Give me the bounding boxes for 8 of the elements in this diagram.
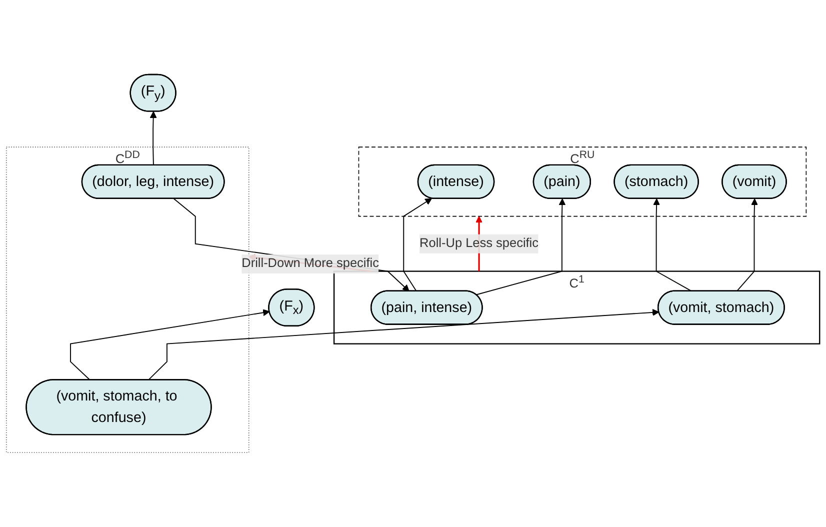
arrow [70, 309, 270, 381]
arrow [148, 308, 660, 381]
arrow [403, 198, 432, 292]
arrow [150, 111, 157, 166]
arrow [736, 198, 758, 292]
arrow [653, 198, 692, 292]
edge-label: Drill-Down More specific [242, 256, 379, 270]
edge-label: Roll-Up Less specific [420, 236, 539, 250]
